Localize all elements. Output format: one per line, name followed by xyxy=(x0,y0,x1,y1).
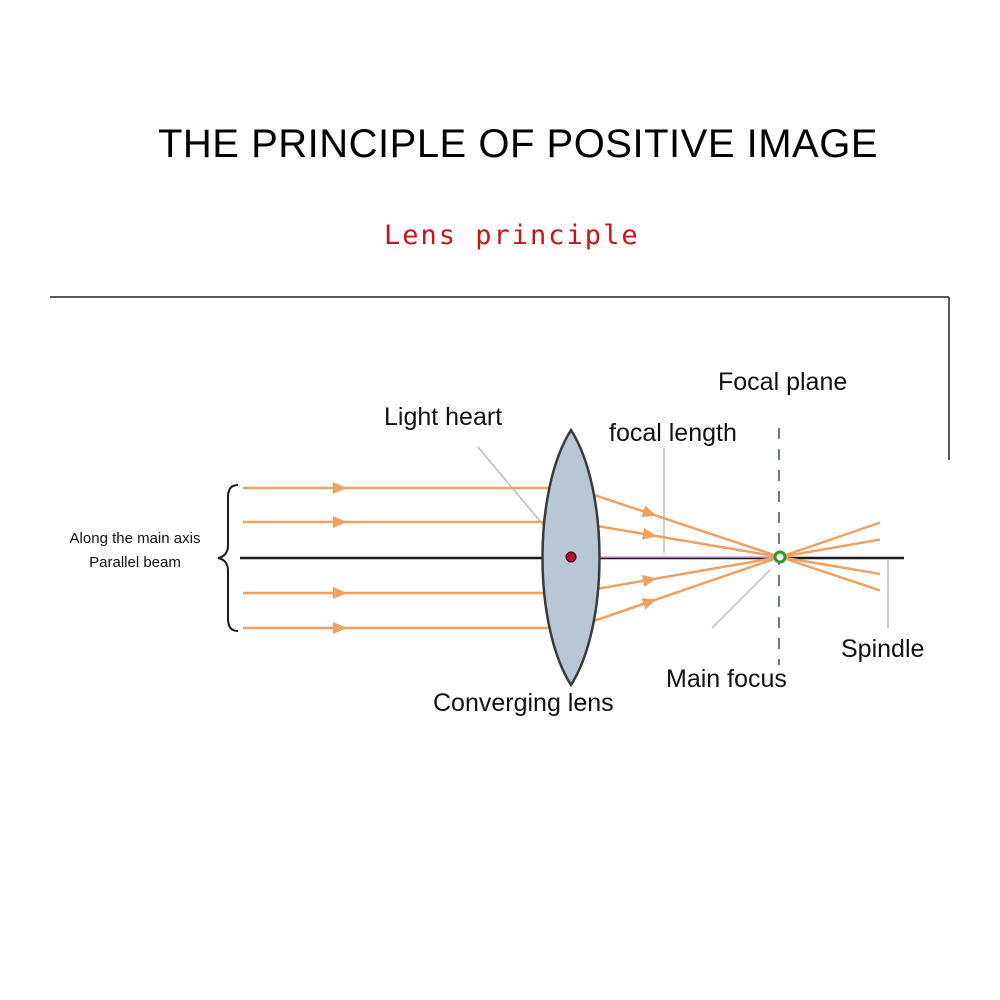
diverging-ray-4 xyxy=(779,521,881,559)
diagram-subtitle: Lens principle xyxy=(384,220,640,251)
page-title: THE PRINCIPLE OF POSITIVE IMAGE xyxy=(157,122,879,166)
refracted-arrow-4 xyxy=(641,598,657,610)
optical-center-point xyxy=(565,551,577,563)
refracted-arrow-3 xyxy=(642,574,657,587)
refracted-arrow-1 xyxy=(641,505,657,518)
beam-label-line2: Parallel beam xyxy=(89,554,181,571)
light-heart-label: Light heart xyxy=(384,403,503,431)
incoming-arrow-1 xyxy=(333,482,347,494)
spindle-label: Spindle xyxy=(841,635,925,663)
converging-lens-label: Converging lens xyxy=(433,689,614,717)
focal-length-label: focal length xyxy=(609,419,737,447)
incoming-arrow-2 xyxy=(333,516,347,528)
refracted-arrow-2 xyxy=(642,527,657,540)
incoming-arrow-3 xyxy=(333,587,347,599)
diverging-ray-1 xyxy=(779,555,881,592)
beam-bracket xyxy=(217,484,239,632)
focal-plane-label: Focal plane xyxy=(718,368,848,396)
beam-label-line1: Along the main axis xyxy=(69,530,201,547)
main-focus-leader xyxy=(711,569,771,629)
main-focus-point xyxy=(773,550,787,564)
diverging-ray-3 xyxy=(779,538,881,559)
diverging-ray-2 xyxy=(779,555,881,576)
main-focus-label: Main focus xyxy=(666,665,787,693)
incoming-arrow-4 xyxy=(333,622,347,634)
